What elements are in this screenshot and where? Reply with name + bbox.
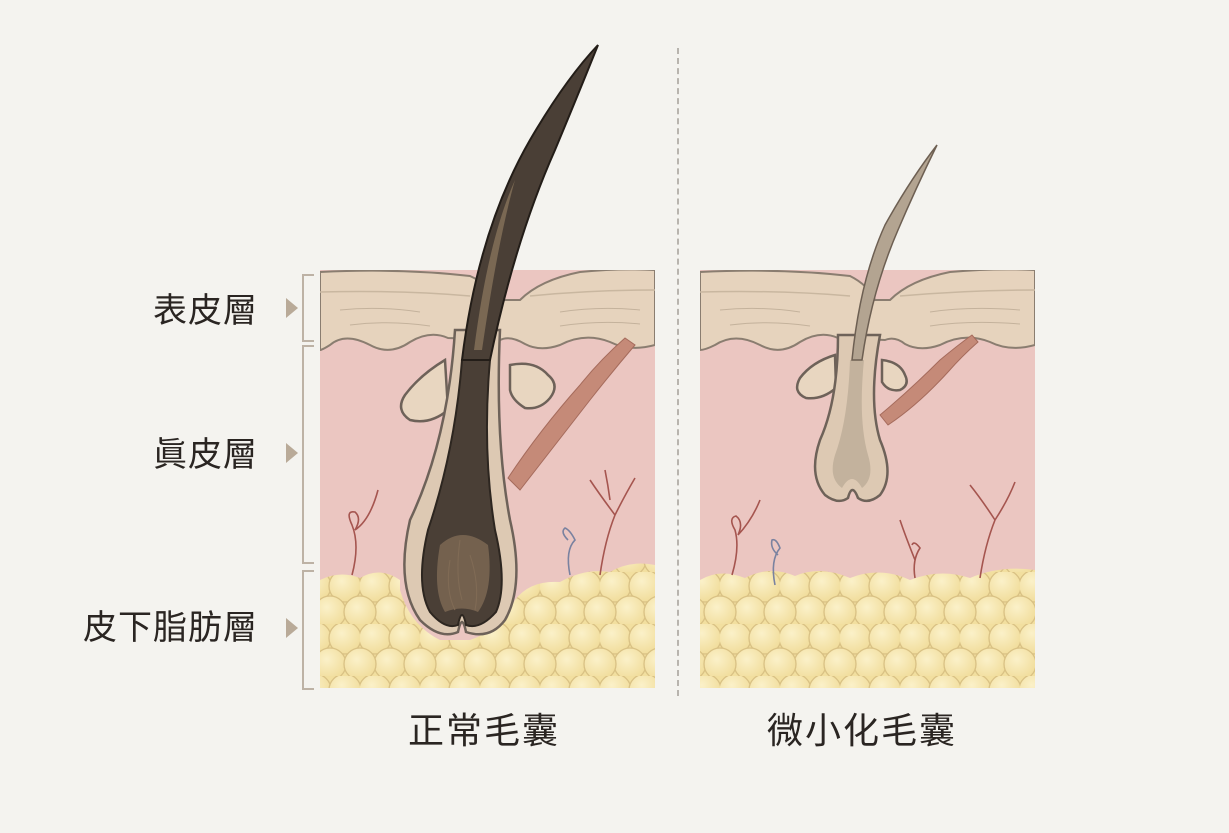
triangle-pointer-icon (286, 298, 298, 318)
caption-normal-follicle: 正常毛囊 (408, 711, 561, 752)
label-dermis: 眞皮層 (153, 435, 258, 475)
label-subcutaneous: 皮下脂肪層 (83, 608, 258, 648)
bracket-subcutaneous (302, 570, 314, 690)
caption-miniaturized-follicle: 微小化毛囊 (767, 711, 958, 752)
triangle-pointer-icon (286, 618, 298, 638)
bracket-dermis (302, 345, 314, 564)
triangle-pointer-icon (286, 443, 298, 463)
bracket-epidermis (302, 274, 314, 342)
miniaturized-hair-shaft (851, 144, 938, 361)
label-epidermis: 表皮層 (153, 291, 258, 331)
normal-hair-shaft (460, 44, 599, 361)
miniaturized-follicle-panel (700, 270, 1035, 688)
panel-divider (677, 48, 679, 696)
